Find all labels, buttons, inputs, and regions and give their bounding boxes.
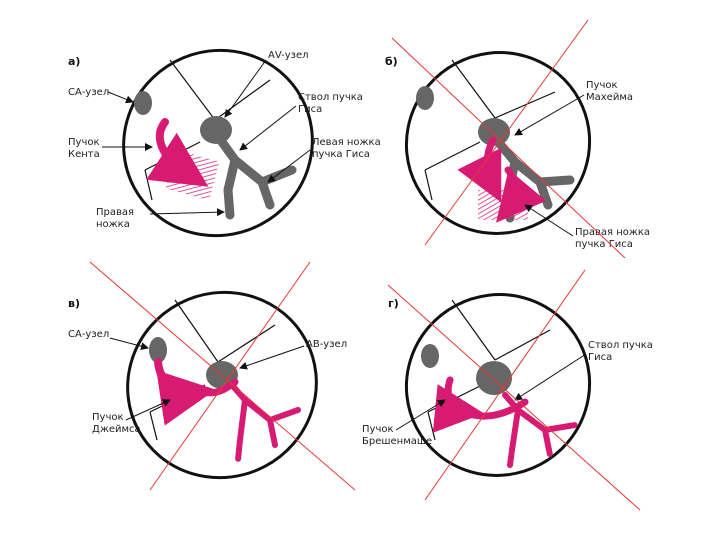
panel-g: г) Ствол пучка Гиса Пучок Брешенмаше [362, 262, 653, 510]
label-av-node-a: АV-узел [268, 50, 308, 61]
panel-a: а) АV-узел СА-узел Ствол пучка Гиса Пучо… [68, 17, 381, 269]
label-his-trunk-a-2: Гиса [298, 104, 322, 115]
label-his-trunk-g-2: Гиса [588, 352, 612, 363]
sa-node-b [416, 86, 434, 110]
panel-a-letter: а) [68, 55, 80, 68]
label-right-bundle-b-1: Правая ножка [575, 227, 650, 238]
label-right-bundle-b-2: пучка Гиса [575, 239, 633, 250]
av-node-g [476, 361, 512, 395]
label-his-trunk-g-1: Ствол пучка [588, 340, 653, 351]
label-mahaim-b-1: Пучок [586, 80, 618, 91]
sa-node-g [421, 344, 439, 368]
av-node-a [200, 116, 232, 144]
panel-v-letter: в) [68, 297, 80, 310]
label-sa-node-a: СА-узел [68, 87, 109, 98]
label-right-bundle-a-1: Правая [96, 207, 134, 218]
sa-node-a [134, 91, 152, 115]
label-left-bundle-a-2: пучка Гиса [312, 149, 370, 160]
label-his-trunk-a-1: Ствол пучка [298, 92, 363, 103]
panel-b-letter: б) [385, 55, 398, 68]
label-sa-node-v: СА-узел [68, 329, 109, 340]
label-av-node-v: АВ-узел [306, 339, 347, 350]
panel-v: в) СА-узел АВ-узел Пучок Джеймса [68, 259, 355, 511]
label-right-bundle-a-2: ножка [96, 219, 130, 230]
label-kent-a-2: Кента [68, 149, 100, 160]
hatched-region-b [478, 190, 528, 220]
panel-g-letter: г) [388, 297, 399, 310]
label-james-v-1: Пучок [92, 412, 124, 423]
panel-b: б) Пучок Махейма Правая ножка пучка Гиса [375, 20, 651, 266]
label-kent-a-1: Пучок [68, 137, 100, 148]
label-left-bundle-a-1: Левая ножка [312, 137, 381, 148]
label-james-v-2: Джеймса [92, 424, 141, 435]
label-mahaim-b-2: Махейма [586, 92, 633, 103]
label-breschenmache-g-1: Пучок [362, 424, 394, 435]
label-breschenmache-g-2: Брешенмаше [362, 436, 432, 447]
